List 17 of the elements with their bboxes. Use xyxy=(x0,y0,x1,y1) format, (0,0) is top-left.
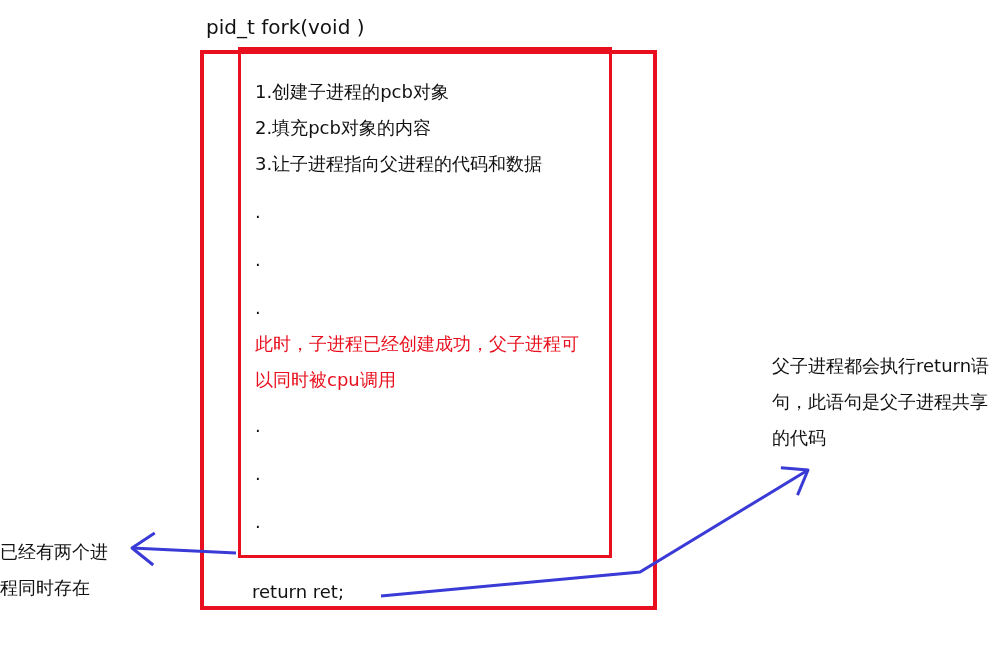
note-text: 此时，子进程已经创建成功，父子进程可以同时被cpu调用 xyxy=(255,332,580,392)
ellipsis-dot: . xyxy=(255,200,261,224)
function-title: pid_t fork(void ) xyxy=(206,14,365,41)
step-text: 3.让子进程指向父进程的代码和数据 xyxy=(255,152,543,176)
ellipsis-dot: . xyxy=(255,248,261,272)
ellipsis-dot: . xyxy=(255,296,261,320)
ellipsis-dot: . xyxy=(255,510,261,534)
arrow xyxy=(380,466,810,598)
annotation-text: 父子进程都会执行return语句，此语句是父子进程共享的代码 xyxy=(772,348,990,456)
step-text: 1.创建子进程的pcb对象 xyxy=(255,80,449,104)
code-text: return ret; xyxy=(252,574,392,610)
ellipsis-dot: . xyxy=(255,462,261,486)
annotation-text: 已经有两个进程同时存在 xyxy=(0,534,122,606)
arrow xyxy=(130,531,237,567)
step-text: 2.填充pcb对象的内容 xyxy=(255,116,431,140)
code-block-box xyxy=(238,47,612,558)
ellipsis-dot: . xyxy=(255,414,261,438)
